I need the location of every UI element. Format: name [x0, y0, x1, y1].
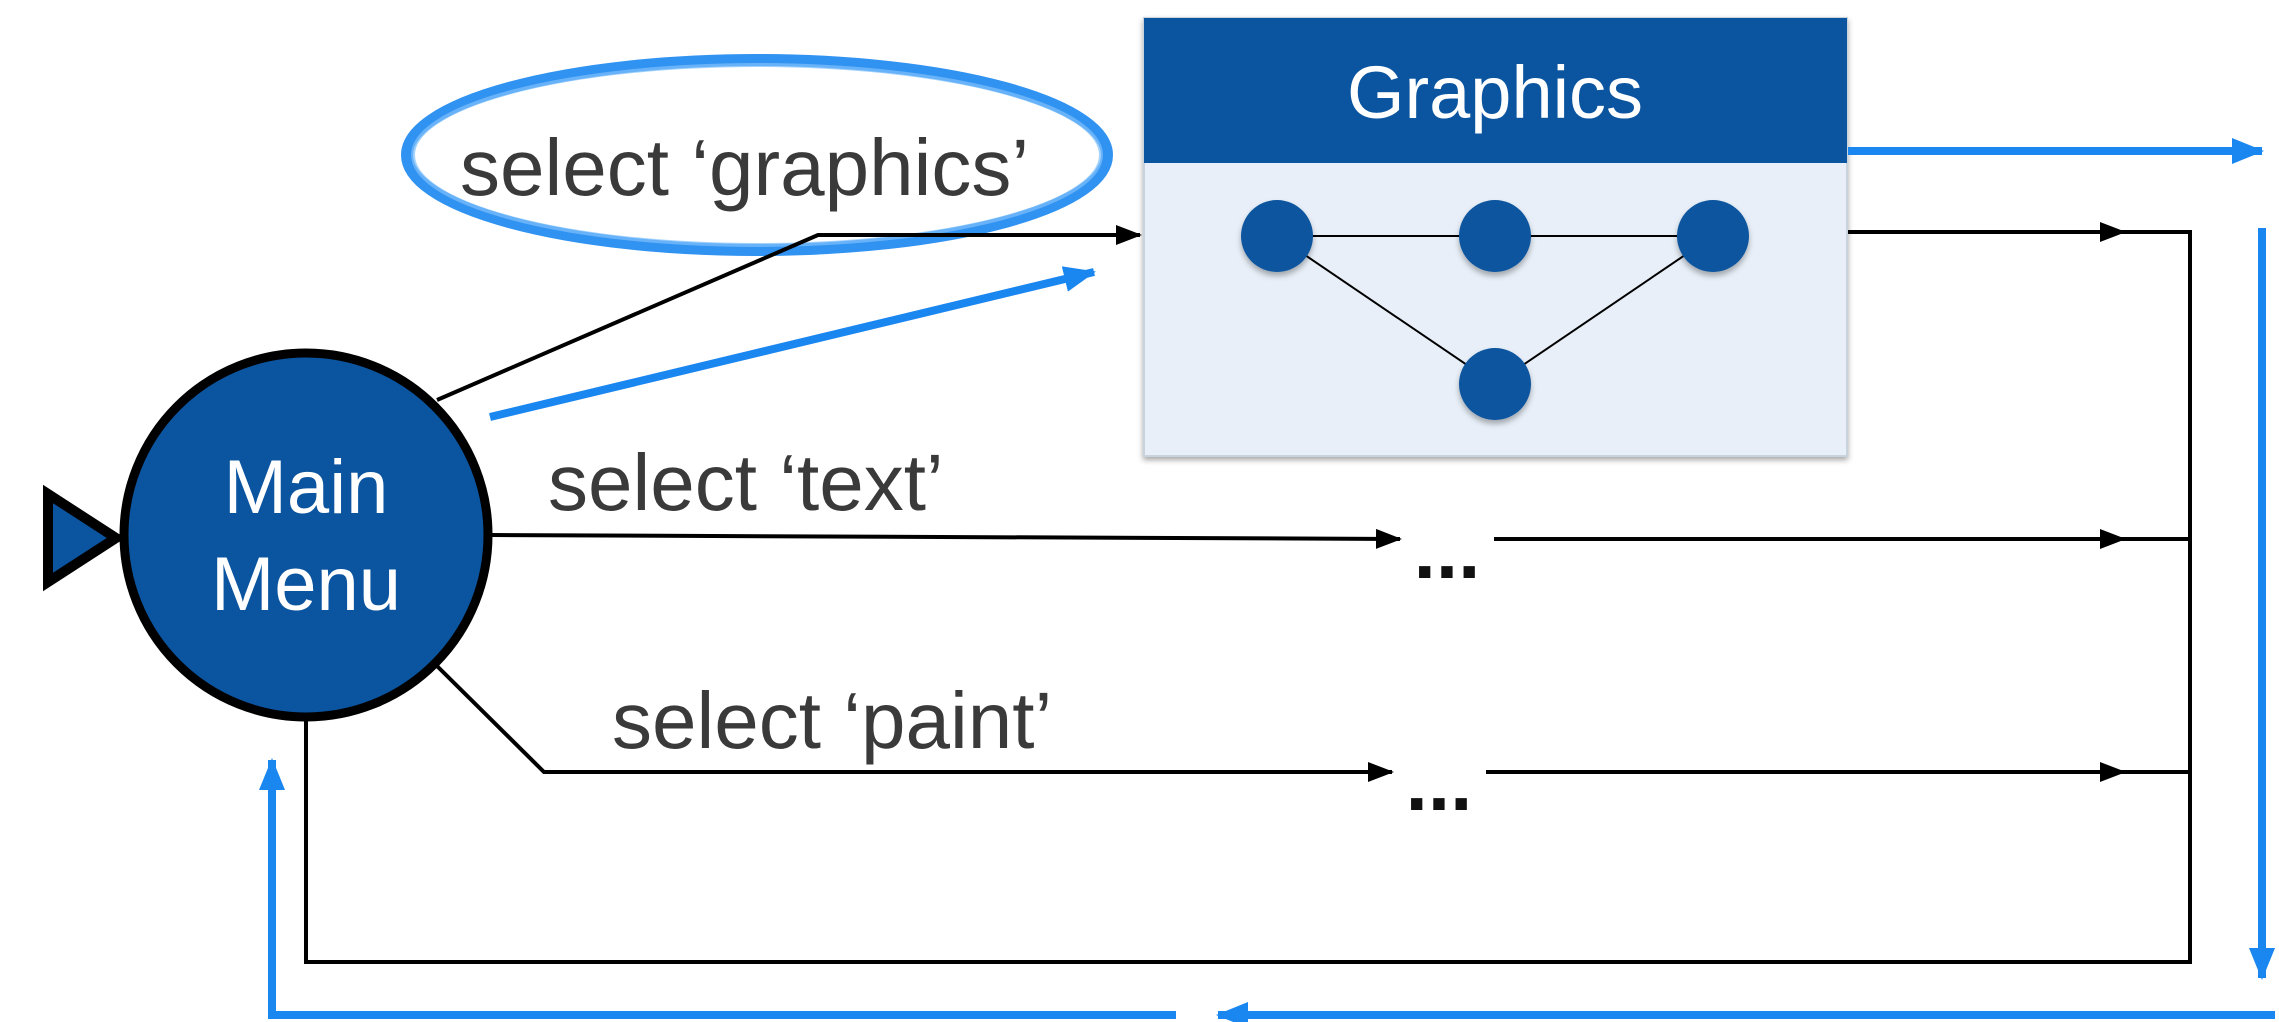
subgraph-node	[1241, 200, 1313, 272]
highlight-ellipse-inner	[411, 63, 1103, 247]
main-menu-label-line1: Main	[224, 445, 389, 530]
subgraph-edge	[1276, 235, 1496, 385]
graphics-panel-title: Graphics	[1347, 51, 1643, 134]
transition-text-line	[491, 528, 1402, 549]
subgraph-node	[1677, 200, 1749, 272]
initial-state-arrow-icon	[43, 484, 126, 592]
main-menu-circle	[119, 348, 493, 722]
return-bus-line	[304, 230, 2192, 964]
graphics-state-panel: Graphics	[1143, 17, 1848, 457]
flow-arrow-return-up	[259, 758, 1176, 1019]
transition-label-graphics: select ‘graphics’	[460, 123, 1029, 212]
text-state-ellipsis: ...	[1414, 506, 1481, 595]
transition-paint-line	[435, 664, 1394, 782]
subgraph-node	[1459, 348, 1531, 420]
main-menu-label-line2: Menu	[211, 542, 401, 627]
transition-label-text: select ‘text’	[548, 438, 944, 527]
main-menu-node: Main Menu	[119, 348, 493, 722]
transition-label-paint: select ‘paint’	[612, 676, 1052, 765]
subgraph-node	[1459, 200, 1531, 272]
graphics-panel-header	[1144, 18, 1847, 163]
transition-graphics-line	[436, 225, 1142, 402]
paint-state-ellipsis: ...	[1406, 738, 1473, 827]
highlight-ellipse	[401, 54, 1113, 256]
flow-arrow-to-graphics	[489, 266, 1096, 421]
subgraph-edge	[1494, 235, 1714, 385]
